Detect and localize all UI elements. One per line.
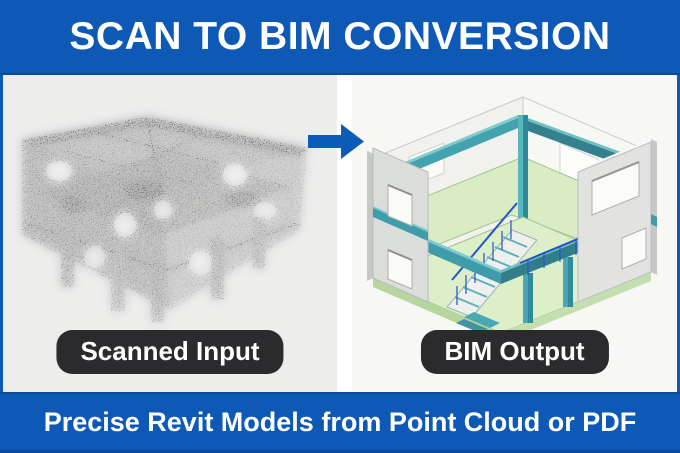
scanned-input-label: Scanned Input [56,330,284,374]
bottom-banner: Precise Revit Models from Point Cloud or… [0,392,680,453]
content-area: Scanned Input [3,75,677,392]
bim-output-panel: BIM Output [352,75,677,392]
main-title: SCAN TO BIM CONVERSION [69,14,611,58]
bim-model-image [367,96,657,342]
scanned-input-panel: Scanned Input [3,75,337,392]
point-cloud-image [20,116,309,322]
top-banner: SCAN TO BIM CONVERSION [0,0,680,75]
panel-divider [337,75,352,392]
right-arrow-icon [308,124,364,159]
bim-output-label: BIM Output [420,330,609,374]
tagline-text: Precise Revit Models from Point Cloud or… [43,406,637,437]
